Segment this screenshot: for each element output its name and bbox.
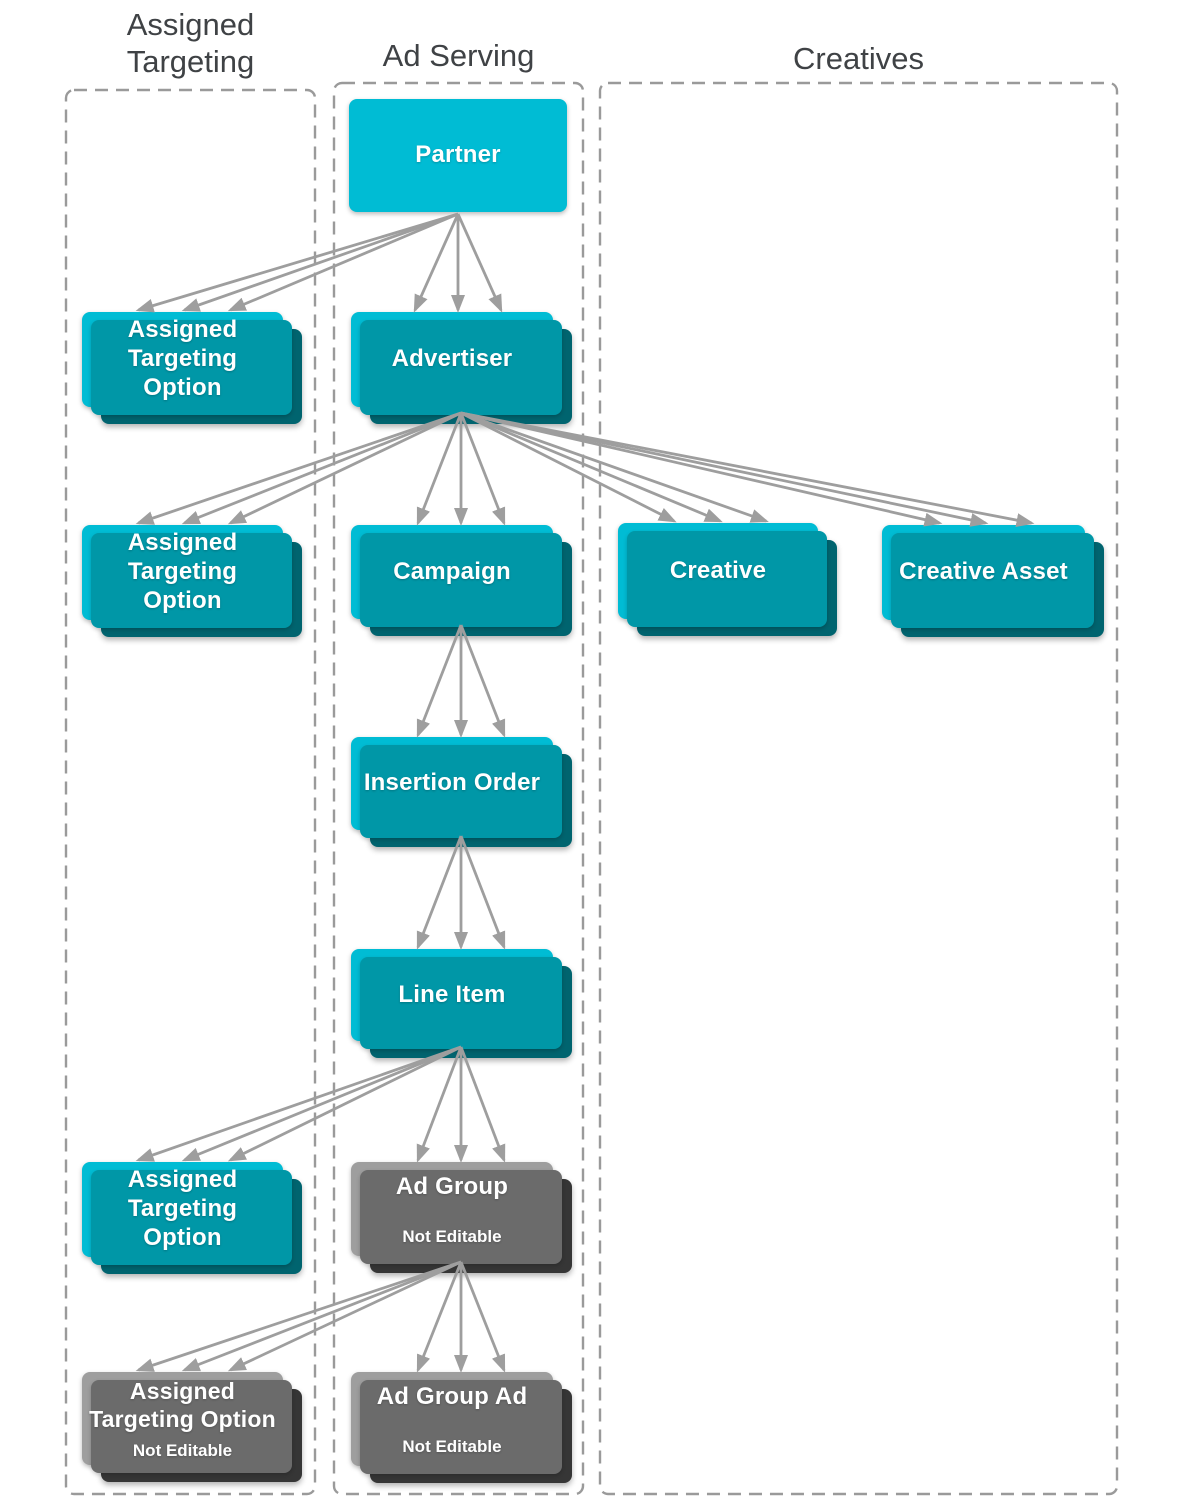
creatives-column-frame	[600, 83, 1117, 1494]
node-line-item: Line Item	[351, 949, 553, 1041]
node-insertion-order: Insertion Order	[351, 737, 553, 830]
node-assigned-targeting-option-line-item: Assigned Targeting Option	[82, 1162, 283, 1257]
column-title-assigned-targeting: Assigned Targeting	[126, 7, 255, 79]
not-editable-badge: Not Editable	[402, 1226, 502, 1246]
node-advertiser-label: Advertiser	[391, 345, 513, 373]
node-advertiser: Advertiser	[351, 312, 553, 407]
column-title-creatives: Creatives	[793, 41, 924, 76]
node-ad-group-label: Ad Group	[395, 1173, 509, 1201]
node-partner: Partner	[349, 99, 567, 212]
node-assigned-targeting-option-not-editable: Assigned Targeting Option Not Editable	[82, 1372, 283, 1465]
assigned-targeting-column-frame	[66, 90, 315, 1494]
node-creative-asset: Creative Asset	[882, 525, 1085, 620]
node-label: Assigned Targeting Option	[89, 1377, 276, 1432]
node-creative-asset-label: Creative Asset	[899, 558, 1068, 586]
node-creative: Creative	[618, 523, 818, 619]
not-editable-badge: Not Editable	[132, 1441, 233, 1461]
node-label: Assigned Targeting Option	[127, 316, 238, 401]
node-insertion-order-label: Insertion Order	[363, 769, 541, 797]
node-label: Assigned Targeting Option	[127, 1166, 238, 1251]
not-editable-badge: Not Editable	[402, 1436, 502, 1456]
node-creative-label: Creative	[669, 556, 767, 584]
node-campaign: Campaign	[351, 525, 553, 619]
node-ad-group: Ad Group Not Editable	[351, 1162, 553, 1256]
node-line-item-label: Line Item	[398, 980, 506, 1008]
node-ad-group-ad-label: Ad Group Ad	[376, 1383, 528, 1411]
node-label: Assigned Targeting Option	[127, 529, 238, 614]
node-campaign-label: Campaign	[393, 557, 511, 585]
node-ad-group-ad: Ad Group Ad Not Editable	[351, 1372, 553, 1466]
node-partner-label: Partner	[415, 141, 501, 169]
node-assigned-targeting-option-partner: Assigned Targeting Option	[82, 312, 283, 407]
column-title-ad-serving: Ad Serving	[382, 38, 535, 73]
node-assigned-targeting-option-advertiser: Assigned Targeting Option	[82, 525, 283, 620]
